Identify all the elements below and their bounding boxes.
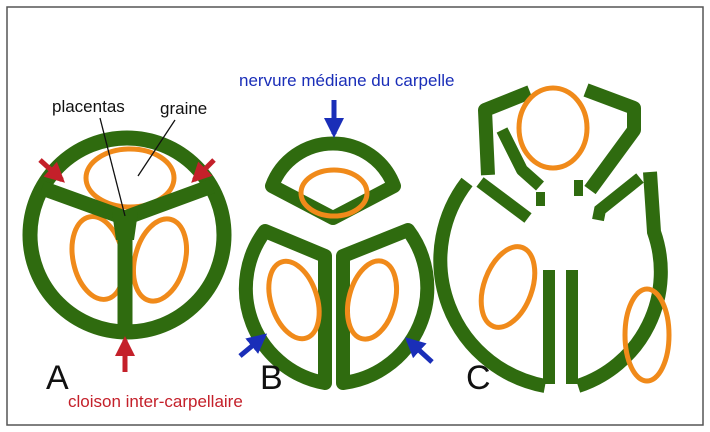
- panel-c-seed-left: [471, 239, 545, 334]
- placentas-label: placentas: [52, 97, 125, 116]
- panel-c-placenta-stub-1: [536, 192, 545, 206]
- cloison-label: cloison inter-carpellaire: [68, 392, 243, 411]
- panel-b-letter: B: [260, 359, 283, 397]
- nervure-label: nervure médiane du carpelle: [239, 71, 454, 90]
- panel-c-diagram: C: [440, 88, 669, 397]
- panel-c-right-septum: [598, 178, 640, 220]
- panel-b-carpel-left: [246, 231, 325, 383]
- panel-c-top-wall-right: [586, 90, 634, 190]
- panel-c-seed-top: [519, 88, 587, 168]
- panel-c-letter: C: [466, 359, 491, 397]
- panel-c-placenta-stub-2: [574, 180, 583, 196]
- panel-a-diagram: placentas graine cloison inter-carpellai…: [30, 97, 243, 411]
- panel-a-letter: A: [46, 359, 69, 397]
- panel-b-seed-left: [260, 255, 328, 345]
- panel-b-seed-top: [301, 170, 367, 216]
- graine-label: graine: [160, 99, 207, 118]
- panel-c-right-wall: [578, 172, 661, 386]
- panel-a-placenta-center: [112, 212, 138, 240]
- panel-b-carpel-right: [343, 230, 427, 383]
- panel-b-carpel-top: [272, 143, 394, 218]
- panel-c-left-septum: [480, 182, 528, 218]
- panel-b-diagram: nervure médiane du carpelle B: [239, 71, 454, 397]
